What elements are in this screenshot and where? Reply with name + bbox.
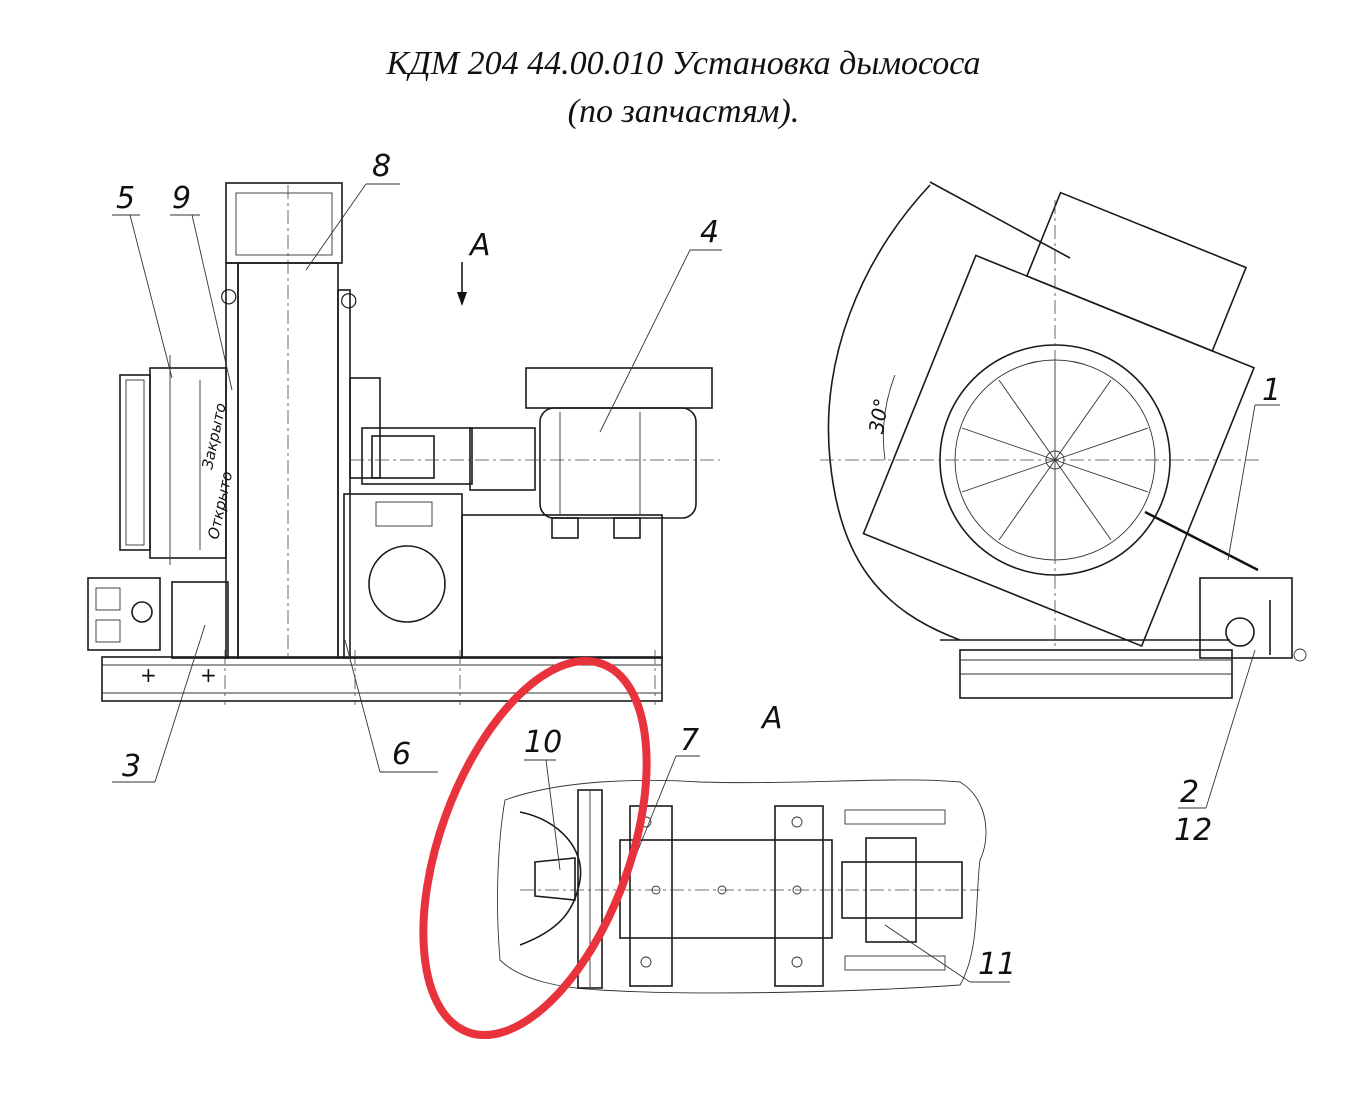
actuator-box xyxy=(87,577,161,651)
damper-closed-text: Закрыто xyxy=(198,401,230,470)
callout-5: 5 xyxy=(116,181,135,216)
svg-text:○: ○ xyxy=(340,287,357,311)
damper-open-text: Открыто xyxy=(204,470,236,541)
svg-text:+: + xyxy=(140,663,157,687)
angle-label: 30° xyxy=(864,396,894,435)
section-a-view: А xyxy=(497,701,987,994)
inlet-flange xyxy=(119,374,151,551)
callout-4: 4 xyxy=(700,215,719,250)
svg-text:○: ○ xyxy=(220,283,237,307)
electric-motor xyxy=(539,407,697,519)
callout-12: 12 xyxy=(1174,813,1212,848)
view-arrow-a: А xyxy=(457,228,491,306)
callout-9: 9 xyxy=(172,181,191,216)
base-frame xyxy=(101,656,663,702)
volute-curve xyxy=(827,184,961,641)
section-label: А xyxy=(760,701,783,736)
svg-text:+: + xyxy=(200,663,217,687)
drive-rod xyxy=(1144,510,1259,572)
side-view: + + ○ ○ Закрыто Открыто xyxy=(87,182,720,705)
drawing-title: КДМ 204 44.00.010 Установка дымососа xyxy=(386,45,981,82)
callout-10: 10 xyxy=(524,725,562,760)
callout-2: 2 xyxy=(1180,775,1199,810)
front-actuator xyxy=(1199,577,1293,659)
callout-8: 8 xyxy=(372,149,391,184)
callouts: 1 2 12 3 4 5 6 7 8 9 10 xyxy=(112,149,1281,983)
callout-11: 11 xyxy=(978,947,1016,982)
section-outline xyxy=(497,779,987,994)
front-view: 30° xyxy=(820,181,1307,699)
callout-7: 7 xyxy=(680,723,699,758)
callout-6: 6 xyxy=(392,737,411,772)
highlight-ellipse xyxy=(419,656,651,1040)
drawing-subtitle: (по запчастям). xyxy=(567,93,800,130)
view-arrow-label: А xyxy=(468,228,491,263)
damper-housing xyxy=(149,367,227,559)
callout-3: 3 xyxy=(122,749,141,784)
callout-1: 1 xyxy=(1262,373,1281,408)
